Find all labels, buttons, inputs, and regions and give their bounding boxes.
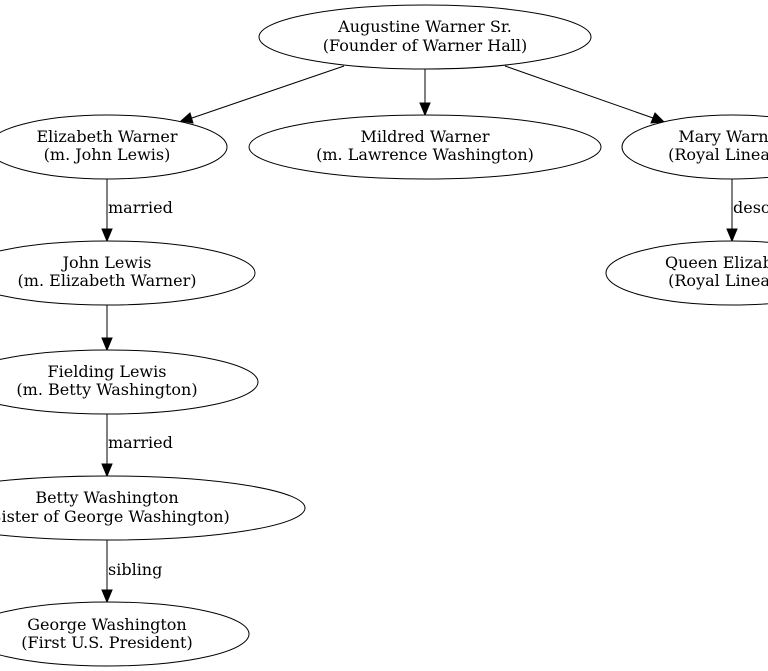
- node-john-lewis[interactable]: John Lewis (m. Elizabeth Warner): [0, 240, 256, 306]
- edge-label-mary-queen: descendant: [733, 198, 768, 217]
- node-elizabeth-warner[interactable]: Elizabeth Warner (m. John Lewis): [0, 114, 228, 180]
- svg-text:John Lewis: John Lewis: [61, 253, 152, 272]
- svg-text:Mary Warner: Mary Warner: [678, 127, 768, 146]
- svg-text:(m. Elizabeth Warner): (m. Elizabeth Warner): [18, 271, 197, 290]
- edge-augustine-elizabeth: [179, 65, 345, 124]
- svg-text:(m. Betty Washington): (m. Betty Washington): [16, 380, 197, 399]
- svg-text:(Royal Lineage): (Royal Lineage): [668, 271, 768, 290]
- edge-label-betty-george: sibling: [108, 560, 162, 579]
- svg-text:Elizabeth Warner: Elizabeth Warner: [36, 127, 177, 146]
- edge-betty-george: sibling: [101, 540, 162, 604]
- svg-text:Betty Washington: Betty Washington: [35, 488, 178, 507]
- node-mary-warner[interactable]: Mary Warner (Royal Lineage): [621, 114, 768, 180]
- svg-text:George Washington: George Washington: [27, 615, 186, 634]
- edge-fielding-betty: married: [101, 414, 173, 478]
- node-queen-elizabeth[interactable]: Queen Elizabeth (Royal Lineage): [605, 240, 768, 306]
- svg-text:Fielding Lewis: Fielding Lewis: [48, 362, 167, 381]
- edge-elizabeth-john: married: [101, 179, 173, 243]
- edge-label-fielding-betty: married: [108, 433, 173, 452]
- svg-text:Augustine Warner Sr.: Augustine Warner Sr.: [337, 17, 512, 36]
- svg-text:Mildred Warner: Mildred Warner: [361, 127, 490, 146]
- svg-text:(m. John Lewis): (m. John Lewis): [44, 145, 171, 164]
- edge-mary-queen: descendant: [726, 179, 768, 243]
- svg-text:Queen Elizabeth: Queen Elizabeth: [665, 253, 768, 272]
- node-fielding-lewis[interactable]: Fielding Lewis (m. Betty Washington): [0, 349, 259, 415]
- node-mildred-warner[interactable]: Mildred Warner (m. Lawrence Washington): [248, 114, 602, 180]
- edge-augustine-mary: [504, 65, 666, 124]
- edge-label-elizabeth-john: married: [108, 198, 173, 217]
- edge-john-fielding: [101, 305, 113, 352]
- node-george-washington[interactable]: George Washington (First U.S. President): [0, 601, 250, 667]
- edge-augustine-mildred: [419, 69, 431, 117]
- svg-text:(Founder of Warner Hall): (Founder of Warner Hall): [323, 36, 528, 55]
- svg-text:(Royal Lineage): (Royal Lineage): [668, 145, 768, 164]
- svg-text:(m. Lawrence Washington): (m. Lawrence Washington): [316, 145, 534, 164]
- node-augustine-warner[interactable]: Augustine Warner Sr. (Founder of Warner …: [258, 4, 592, 70]
- svg-text:(Sister of George Washington): (Sister of George Washington): [0, 507, 230, 526]
- node-betty-washington[interactable]: Betty Washington (Sister of George Washi…: [0, 475, 306, 541]
- svg-text:(First U.S. President): (First U.S. President): [21, 633, 192, 652]
